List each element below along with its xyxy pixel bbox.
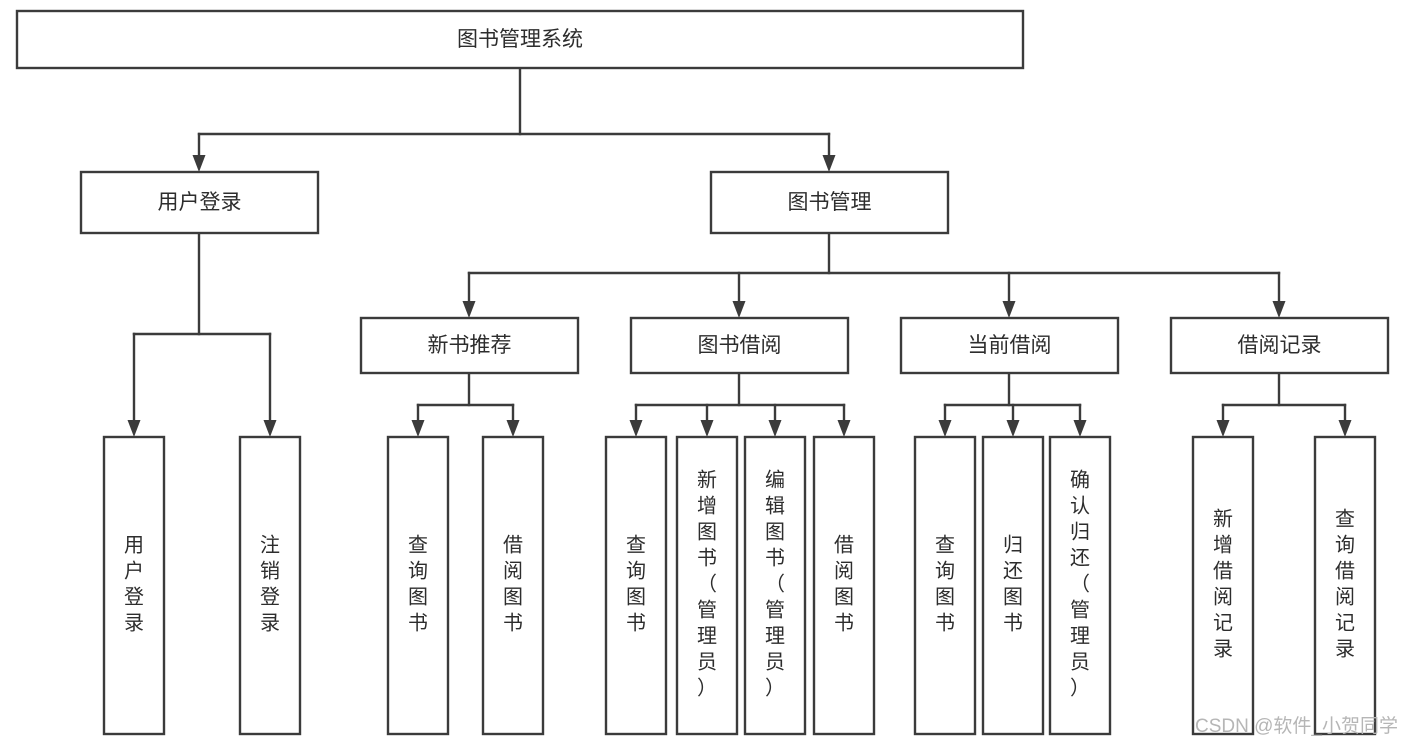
arrow-head-icon: [822, 155, 836, 172]
node-label: 查询图书: [935, 534, 955, 635]
node-label: 注销登录: [260, 534, 280, 635]
node-box[interactable]: [913, 435, 977, 736]
arrow-head-icon: [506, 420, 520, 437]
node-user-login[interactable]: 用户登录: [79, 170, 320, 235]
node-box[interactable]: [709, 170, 950, 235]
node-box[interactable]: [743, 435, 807, 736]
node-leaf-edit-book[interactable]: 编辑图书（管理员）: [743, 435, 807, 736]
arrow-head-icon: [1272, 301, 1286, 318]
arrow-head-icon: [1073, 420, 1087, 437]
node-leaf-query-book-1[interactable]: 查询图书: [386, 435, 450, 736]
arrow-head-icon: [732, 301, 746, 318]
node-borrow-record[interactable]: 借阅记录: [1169, 316, 1390, 375]
node-label: 当前借阅: [968, 334, 1052, 357]
node-box[interactable]: [812, 435, 876, 736]
connector-book-manage-to-level2: [462, 231, 1286, 318]
node-box[interactable]: [386, 435, 450, 736]
node-box[interactable]: [1313, 435, 1377, 736]
node-box[interactable]: [102, 435, 166, 736]
arrow-head-icon: [263, 420, 277, 437]
node-box[interactable]: [79, 170, 320, 235]
connector-borrow-to-leaves: [629, 371, 851, 437]
node-label: 归还图书: [1003, 534, 1023, 635]
node-box[interactable]: [1048, 435, 1112, 736]
node-label: 新书推荐: [428, 334, 512, 357]
arrow-head-icon: [1006, 420, 1020, 437]
node-label: 查询图书: [408, 534, 428, 635]
node-leaf-user-login[interactable]: 用户登录: [102, 435, 166, 736]
node-box[interactable]: [899, 316, 1120, 375]
connector-root-to-level1: [192, 66, 836, 172]
node-layer: 图书管理系统用户登录图书管理新书推荐图书借阅当前借阅借阅记录用户登录注销登录查询…: [15, 9, 1390, 736]
arrow-head-icon: [1002, 301, 1016, 318]
node-leaf-return-book[interactable]: 归还图书: [981, 435, 1045, 736]
node-leaf-add-book[interactable]: 新增图书（管理员）: [675, 435, 739, 736]
node-box[interactable]: [481, 435, 545, 736]
node-box[interactable]: [981, 435, 1045, 736]
arrow-head-icon: [1216, 420, 1230, 437]
node-book-manage[interactable]: 图书管理: [709, 170, 950, 235]
node-box[interactable]: [1191, 435, 1255, 736]
node-book-borrow[interactable]: 图书借阅: [629, 316, 850, 375]
watermark-label: CSDN @软件_小贺同学: [1195, 715, 1398, 737]
arrow-head-icon: [629, 420, 643, 437]
node-box[interactable]: [15, 9, 1025, 70]
node-box[interactable]: [238, 435, 302, 736]
node-label: 查询借阅记录: [1335, 508, 1355, 661]
connector-layer: [127, 66, 1352, 437]
arrow-head-icon: [462, 301, 476, 318]
node-leaf-borrow-book-1[interactable]: 借阅图书: [481, 435, 545, 736]
node-leaf-borrow-book-2[interactable]: 借阅图书: [812, 435, 876, 736]
node-box[interactable]: [675, 435, 739, 736]
arrow-head-icon: [127, 420, 141, 437]
node-leaf-query-book-3[interactable]: 查询图书: [913, 435, 977, 736]
arrow-head-icon: [938, 420, 952, 437]
arrow-head-icon: [768, 420, 782, 437]
connector-recommend-to-leaves: [411, 371, 520, 437]
node-label: 图书管理系统: [457, 28, 583, 51]
node-leaf-add-record[interactable]: 新增借阅记录: [1191, 435, 1255, 736]
node-leaf-confirm-return[interactable]: 确认归还（管理员）: [1048, 435, 1112, 736]
connector-current-to-leaves: [938, 371, 1087, 437]
connector-record-to-leaves: [1216, 371, 1352, 437]
node-leaf-logout-login[interactable]: 注销登录: [238, 435, 302, 736]
node-label: 用户登录: [124, 535, 144, 635]
node-root[interactable]: 图书管理系统: [15, 9, 1025, 70]
node-label: 借阅记录: [1238, 334, 1322, 357]
arrow-head-icon: [411, 420, 425, 437]
node-leaf-query-book-2[interactable]: 查询图书: [604, 435, 668, 736]
node-box[interactable]: [629, 316, 850, 375]
node-label: 用户登录: [158, 191, 242, 214]
arrow-head-icon: [700, 420, 714, 437]
node-new-book-recommend[interactable]: 新书推荐: [359, 316, 580, 375]
node-box[interactable]: [359, 316, 580, 375]
arrow-head-icon: [1338, 420, 1352, 437]
node-label: 图书借阅: [698, 334, 782, 357]
node-label: 新增借阅记录: [1213, 508, 1233, 661]
connector-user-login-to-leaves: [127, 231, 277, 437]
node-label: 查询图书: [626, 534, 646, 635]
node-label: 借阅图书: [503, 534, 523, 635]
node-label: 借阅图书: [834, 534, 854, 635]
arrow-head-icon: [837, 420, 851, 437]
node-label: 编辑图书（管理员）: [765, 469, 785, 700]
node-label: 新增图书（管理员）: [697, 469, 717, 700]
node-current-borrow[interactable]: 当前借阅: [899, 316, 1120, 375]
node-box[interactable]: [604, 435, 668, 736]
node-leaf-query-record[interactable]: 查询借阅记录: [1313, 435, 1377, 736]
node-box[interactable]: [1169, 316, 1390, 375]
node-label: 图书管理: [788, 191, 872, 214]
arrow-head-icon: [192, 155, 206, 172]
node-label: 确认归还（管理员）: [1070, 469, 1090, 700]
